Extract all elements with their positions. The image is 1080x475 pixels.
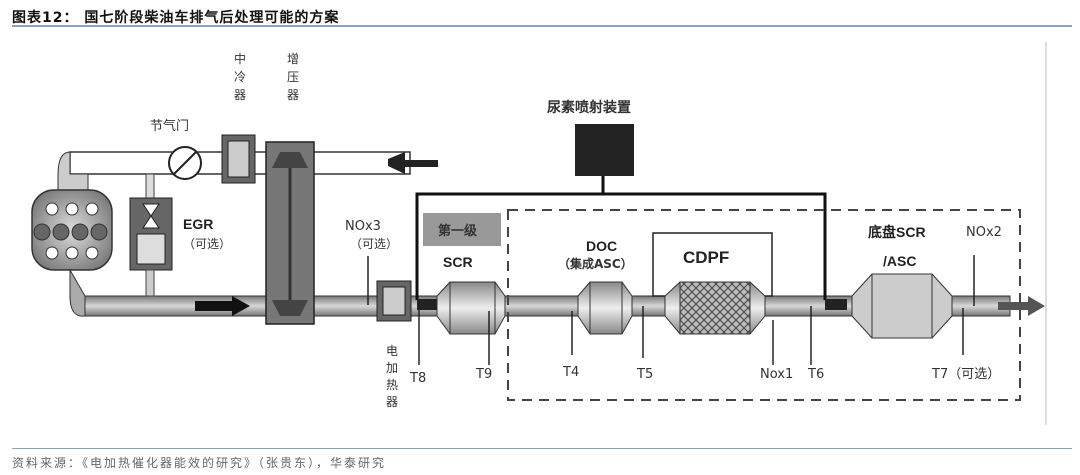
svg-text:电: 电 (386, 344, 398, 358)
egr-valve (129, 173, 173, 297)
nox1-label: Nox1 (760, 367, 793, 382)
title-divider (12, 25, 1072, 27)
svg-text:器: 器 (287, 88, 299, 102)
electric-heater (376, 280, 412, 322)
temperature-sensors (418, 306, 964, 365)
chassis-system-boundary (507, 209, 1021, 401)
first-stage-scr (436, 281, 506, 335)
cdpf-filter (664, 281, 766, 335)
svg-text:器: 器 (386, 395, 398, 409)
t7-label: T7（可选） (931, 367, 1000, 382)
engine (31, 189, 113, 271)
svg-text:热: 热 (386, 378, 398, 392)
turbocharger (265, 141, 315, 325)
cdpf-label: CDPF (683, 248, 729, 267)
t9-label: T9 (475, 367, 492, 382)
chassis-asc-label: /ASC (883, 253, 916, 269)
t8-label: T8 (409, 371, 426, 386)
nox3-optional-label: （可选） (350, 237, 398, 251)
intercooler-label: 中 冷 器 (234, 51, 246, 102)
injector-2 (825, 299, 847, 310)
doc-label: DOC (586, 238, 617, 254)
svg-text:压: 压 (287, 70, 299, 84)
egr-label: EGR (183, 216, 213, 232)
chassis-scr-label: 底盘SCR (868, 224, 926, 240)
intake-arrow-icon (388, 152, 438, 174)
urea-label: 尿素喷射装置 (547, 99, 631, 116)
first-stage-badge (423, 213, 501, 246)
svg-text:冷: 冷 (234, 70, 246, 84)
turbo-label: 增 压 器 (287, 52, 299, 102)
t5-label: T5 (636, 367, 653, 382)
svg-text:增: 增 (287, 52, 299, 66)
nox2-label: NOx2 (966, 225, 1002, 240)
heater-label: 电 加 热 器 (386, 344, 398, 409)
egr-optional-label: （可选） (183, 237, 231, 251)
urea-lines (415, 176, 827, 300)
outlet-arrow-icon (998, 296, 1045, 316)
first-stage-label: 第一级 (438, 223, 478, 239)
svg-text:器: 器 (234, 88, 246, 102)
chassis-scr-asc (851, 273, 953, 339)
injector-1 (417, 299, 439, 310)
svg-text:中: 中 (234, 51, 246, 66)
urea-injection-unit (575, 124, 634, 176)
source-note: 资料来源：《电加热催化器能效的研究》（张贵东），华泰研究 (12, 456, 387, 470)
scr-label: SCR (443, 254, 473, 270)
doc-sub-label: （集成ASC） (558, 256, 633, 271)
svg-text:加: 加 (386, 361, 398, 375)
t6-label: T6 (807, 367, 824, 382)
footer-divider (12, 448, 1072, 449)
figure-title: 图表12： 国七阶段柴油车排气后处理可能的方案 (12, 10, 340, 26)
t4-label: T4 (562, 365, 579, 380)
nox3-label: NOx3 (345, 219, 381, 234)
exhaust-arrow-icon (195, 296, 250, 316)
throttle-valve (168, 146, 202, 180)
throttle-label: 节气门 (150, 118, 189, 134)
intercooler (221, 134, 256, 184)
doc-catalyst (577, 281, 633, 335)
